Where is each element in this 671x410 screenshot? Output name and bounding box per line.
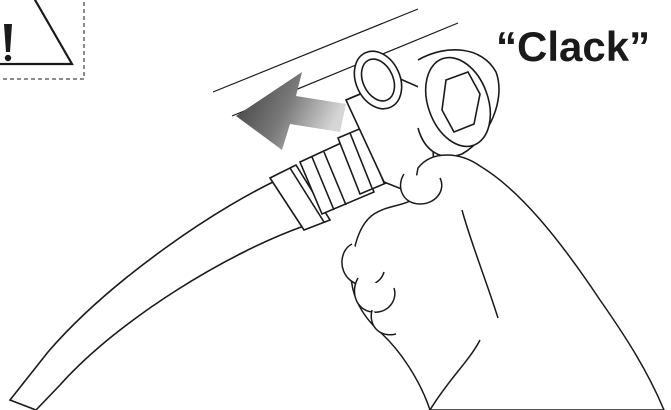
hose <box>10 165 330 410</box>
clack-sound-label: “Clack” <box>496 26 650 68</box>
hand <box>342 155 664 410</box>
warning-triangle-icon <box>0 0 84 79</box>
push-direction-arrow-icon <box>236 72 346 150</box>
